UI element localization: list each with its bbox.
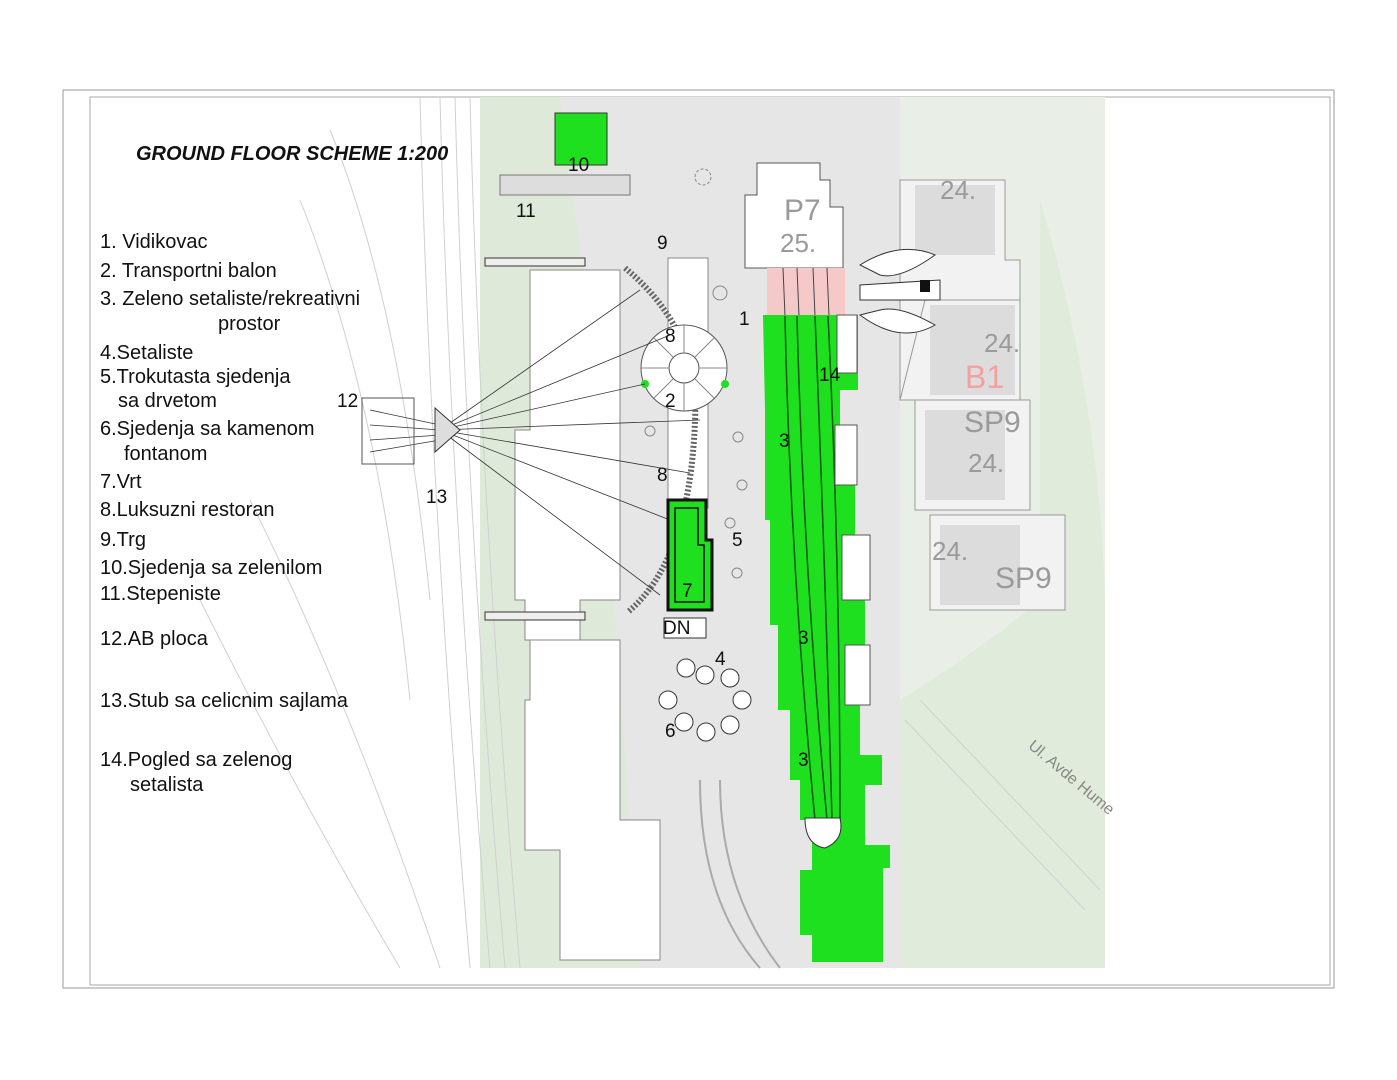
label-14: 14 [819, 365, 841, 386]
building-number: 24. [984, 328, 1020, 358]
legend-item: 4.Setaliste [100, 342, 193, 364]
building-number: 24. [932, 536, 968, 566]
label-13: 13 [426, 487, 447, 508]
legend-item-cont: prostor [218, 313, 281, 335]
legend-item-cont: setalista [130, 774, 204, 796]
label-1: 1 [739, 309, 750, 330]
outer-frame [62, 89, 1335, 989]
legend-item: 14.Pogled sa zelenog [100, 749, 292, 771]
label-7: 7 [682, 581, 693, 602]
legend-item: 1. Vidikovac [100, 231, 207, 253]
label-11: 11 [516, 201, 536, 222]
label-dn: DN [663, 618, 690, 639]
building-number: 24. [968, 448, 1004, 478]
legend-item-cont: fontanom [124, 443, 207, 465]
label-5: 5 [732, 530, 743, 551]
legend-item: 13.Stub sa celicnim sajlama [100, 690, 349, 712]
label-3: 3 [798, 750, 809, 771]
legend-item: 11.Stepeniste [100, 583, 221, 605]
site-map [199, 96, 1105, 969]
label-8: 8 [657, 465, 668, 486]
label-3: 3 [779, 431, 790, 452]
building-sp9: SP9 [964, 406, 1021, 439]
label-4: 4 [715, 649, 726, 670]
label-8: 8 [665, 326, 676, 347]
legend-item: 10.Sjedenja sa zelenilom [100, 557, 322, 579]
building-number: 24. [940, 175, 976, 205]
legend-item: 12.AB ploca [100, 628, 209, 650]
legend-item: 7.Vrt [100, 471, 142, 493]
legend-item: 9.Trg [100, 529, 146, 551]
legend-item: 3. Zeleno setaliste/rekreativni [100, 288, 360, 310]
legend: 1. Vidikovac 2. Transportni balon 3. Zel… [100, 231, 360, 796]
legend-item: 8.Luksuzni restoran [100, 499, 275, 521]
label-2: 2 [665, 391, 676, 412]
label-6: 6 [665, 721, 676, 742]
plan-title: GROUND FLOOR SCHEME 1:200 [136, 143, 448, 165]
label-3: 3 [798, 628, 809, 649]
legend-item: 2. Transportni balon [100, 260, 277, 282]
label-9: 9 [657, 233, 668, 254]
building-sp9: SP9 [995, 562, 1052, 595]
building-p7: P7 [784, 194, 821, 227]
building-number: 25. [780, 228, 816, 258]
map-labels: 10 11 9 1 8 2 12 13 8 5 7 DN 4 6 3 14 3 … [337, 155, 841, 771]
legend-item: 5.Trokutasta sjedenja [100, 366, 291, 388]
label-10: 10 [568, 155, 589, 176]
label-12: 12 [337, 391, 358, 412]
legend-item-cont: sa drvetom [118, 390, 217, 412]
legend-item: 6.Sjedenja sa kamenom [100, 418, 315, 440]
building-b1: B1 [965, 359, 1004, 395]
